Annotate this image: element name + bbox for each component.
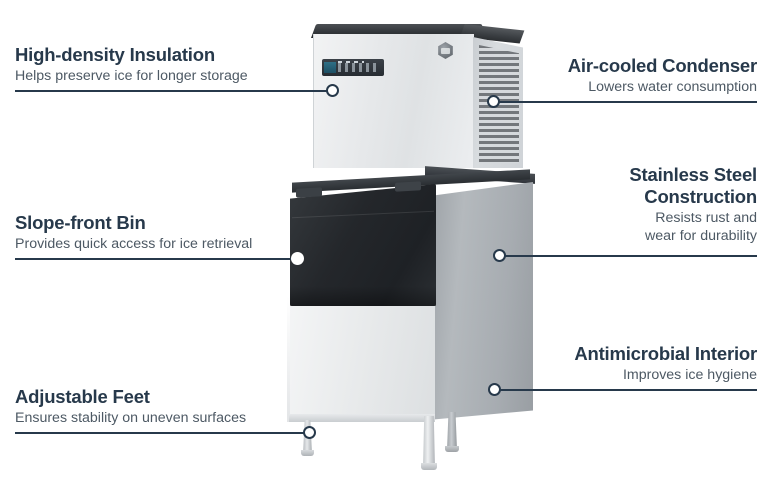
control-panel[interactable] bbox=[322, 59, 384, 76]
callout-adjustable-feet: Adjustable Feet Ensures stability on une… bbox=[15, 386, 311, 427]
connector-line-slope-front-bin bbox=[15, 258, 297, 260]
callout-subtitle: Lowers water consumption bbox=[588, 79, 757, 95]
callout-stainless-steel-construction: Stainless Steel Construction Resists rus… bbox=[503, 164, 757, 245]
marker-air-cooled-condenser bbox=[487, 95, 500, 108]
connector-line-air-cooled-condenser bbox=[497, 101, 757, 103]
callout-subtitle: Helps preserve ice for longer storage bbox=[15, 68, 248, 84]
callout-title: Stainless Steel Construction bbox=[629, 164, 757, 207]
callout-air-cooled-condenser: Air-cooled Condenser Lowers water consum… bbox=[497, 55, 757, 96]
callout-title: Adjustable Feet bbox=[15, 386, 150, 407]
slope-front-bin-door[interactable] bbox=[290, 184, 436, 306]
adjustable-foot-front-right bbox=[421, 463, 437, 470]
adjustable-foot-rear bbox=[445, 446, 459, 452]
callout-subtitle: Provides quick access for ice retrieval bbox=[15, 236, 253, 252]
adjustable-leg-rear bbox=[447, 412, 457, 450]
bin-front-edge bbox=[287, 296, 290, 422]
callout-high-density-insulation: High-density Insulation Helps preserve i… bbox=[15, 44, 333, 85]
connector-line-adjustable-feet bbox=[15, 432, 311, 434]
brand-badge-inner bbox=[441, 48, 450, 54]
stainless-bin-front-panel bbox=[289, 296, 435, 422]
connector-line-antimicrobial-interior bbox=[498, 389, 757, 391]
adjustable-leg-front-right bbox=[423, 416, 435, 468]
connector-line-stainless-steel-construction bbox=[503, 255, 757, 257]
marker-slope-front-bin bbox=[291, 252, 304, 265]
stainless-bin-side-panel bbox=[428, 182, 533, 420]
callout-slope-front-bin: Slope-front Bin Provides quick access fo… bbox=[15, 212, 297, 253]
callout-antimicrobial-interior: Antimicrobial Interior Improves ice hygi… bbox=[498, 343, 757, 384]
callout-title: High-density Insulation bbox=[15, 44, 215, 65]
bin-bottom-edge bbox=[289, 414, 435, 422]
bin-door-hinge-right bbox=[395, 181, 421, 192]
control-panel-buttons[interactable] bbox=[338, 63, 380, 72]
control-panel-display bbox=[324, 62, 336, 73]
callout-subtitle: Improves ice hygiene bbox=[622, 367, 757, 383]
callout-title: Air-cooled Condenser bbox=[567, 55, 757, 76]
bin-door-hinge-left bbox=[296, 187, 322, 198]
callout-subtitle: Resists rust and wear for durability bbox=[645, 210, 757, 244]
marker-adjustable-feet bbox=[303, 426, 316, 439]
bin-door-shadow bbox=[290, 286, 436, 306]
callout-title: Antimicrobial Interior bbox=[574, 343, 757, 364]
connector-line-high-density-insulation bbox=[15, 90, 333, 92]
marker-stainless-steel-construction bbox=[493, 249, 506, 262]
marker-antimicrobial-interior bbox=[488, 383, 501, 396]
marker-high-density-insulation bbox=[326, 84, 339, 97]
callout-subtitle: Ensures stability on uneven surfaces bbox=[15, 410, 247, 426]
callout-title: Slope-front Bin bbox=[15, 212, 146, 233]
adjustable-foot-front-left bbox=[301, 450, 314, 456]
control-panel-indicator-lights bbox=[338, 61, 364, 63]
